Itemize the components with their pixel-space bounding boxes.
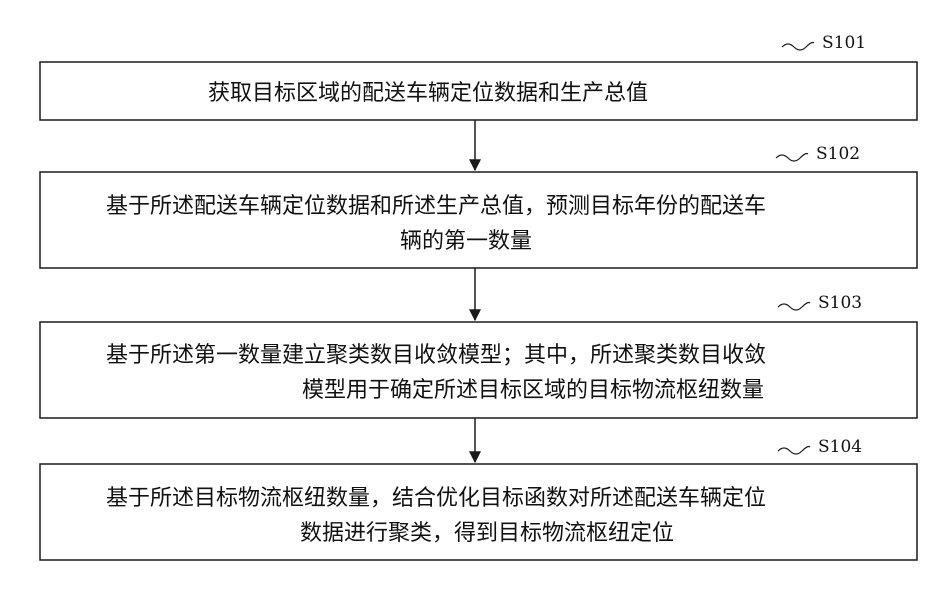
step-text-s104-line-1: 基于所述目标物流枢纽数量，结合优化目标函数对所述配送车辆定位 — [106, 486, 766, 511]
step-s102: S102 基于所述配送车辆定位数据和所述生产总值，预测目标年份的配送车 辆的第一… — [40, 144, 917, 268]
step-label-s103: S103 — [818, 293, 862, 313]
step-box-s103 — [40, 322, 917, 418]
step-text-s104-line-2: 数据进行聚类，得到目标物流枢纽定位 — [300, 521, 674, 546]
step-text-s103-line-2: 模型用于确定所述目标区域的目标物流枢纽数量 — [302, 378, 764, 403]
step-s104: S104 基于所述目标物流枢纽数量，结合优化目标函数对所述配送车辆定位 数据进行… — [40, 437, 917, 560]
step-label-s102: S102 — [816, 144, 860, 164]
step-s101: S101 获取目标区域的配送车辆定位数据和生产总值 — [40, 33, 917, 120]
label-squiggle-s103 — [778, 303, 810, 311]
label-squiggle-s101 — [782, 43, 814, 51]
step-text-s101-line-1: 获取目标区域的配送车辆定位数据和生产总值 — [208, 81, 648, 106]
label-squiggle-s104 — [778, 447, 810, 455]
step-s103: S103 基于所述第一数量建立聚类数目收敛模型；其中，所述聚类数目收敛 模型用于… — [40, 293, 917, 418]
step-label-s104: S104 — [818, 437, 862, 457]
step-text-s102-line-2: 辆的第一数量 — [400, 229, 532, 254]
label-squiggle-s102 — [776, 154, 808, 162]
step-text-s103-line-1: 基于所述第一数量建立聚类数目收敛模型；其中，所述聚类数目收敛 — [106, 343, 766, 368]
step-text-s102-line-1: 基于所述配送车辆定位数据和所述生产总值，预测目标年份的配送车 — [106, 194, 766, 219]
step-label-s101: S101 — [822, 33, 866, 53]
